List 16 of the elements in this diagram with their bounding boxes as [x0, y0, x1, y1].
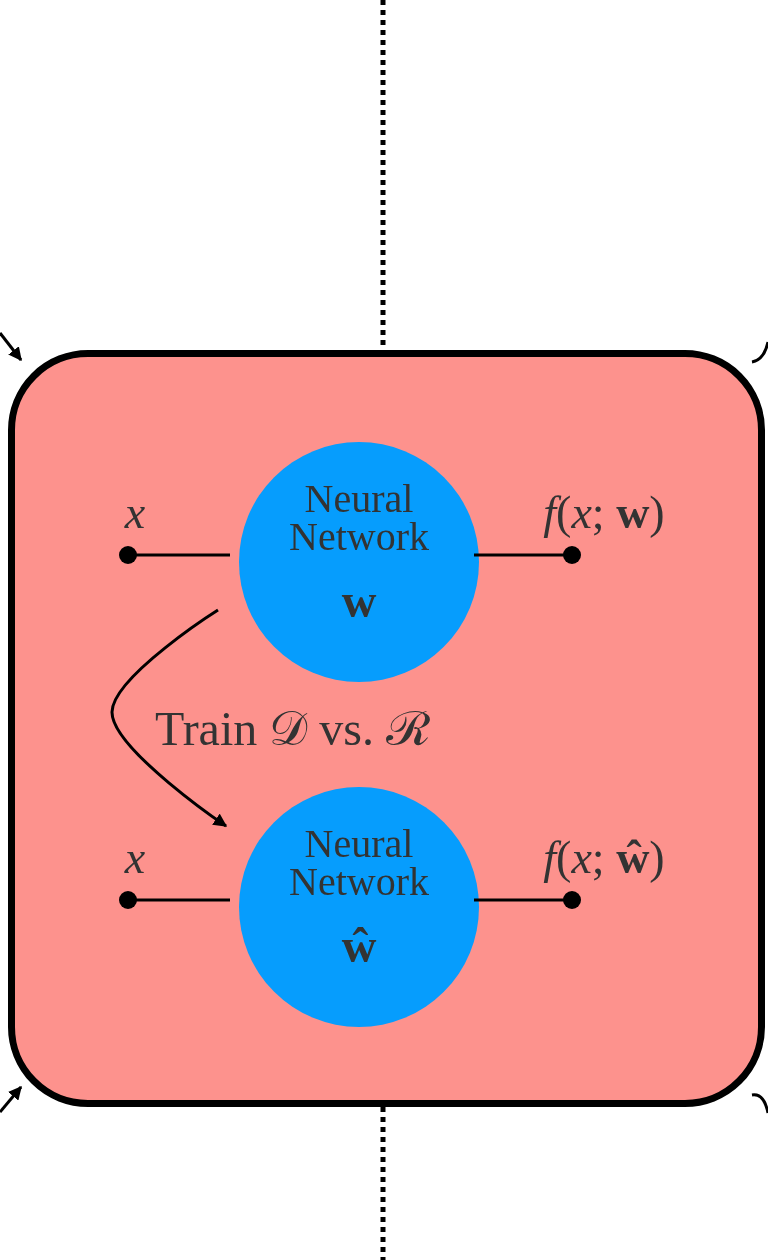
weight-symbol: w	[341, 577, 377, 625]
math-label: f(x; w)	[543, 489, 665, 536]
rounded-panel	[8, 350, 765, 1107]
edge-label: Train 𝒟 vs. ℛ	[155, 705, 431, 753]
math-label: f(x; ŵ)	[543, 834, 665, 881]
math-label: x	[124, 489, 146, 536]
node-title: Neural Network	[288, 825, 430, 901]
arrow	[0, 332, 23, 362]
arrow	[110, 608, 228, 828]
connector-line	[751, 341, 768, 364]
node-title: Neural Network	[288, 480, 430, 556]
arrow	[0, 1085, 23, 1113]
weight-symbol: ŵ	[341, 922, 377, 970]
math-label: x	[124, 834, 146, 881]
dotted-line	[380, 1107, 386, 1260]
connector-line	[751, 1093, 768, 1114]
